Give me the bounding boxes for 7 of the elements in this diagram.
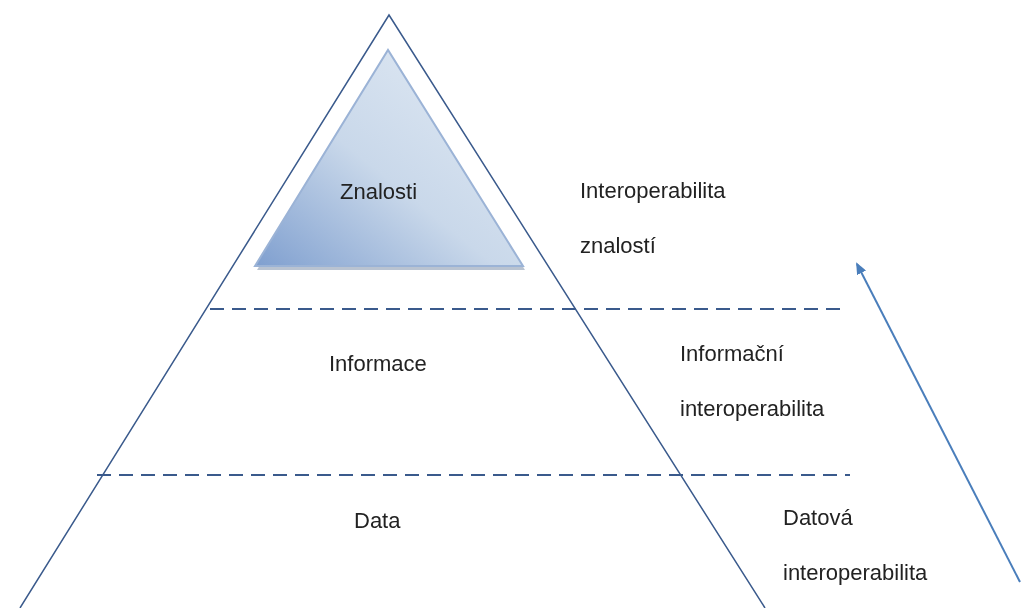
level-label: Znalosti: [340, 179, 418, 205]
triangle-shape: [253, 48, 525, 272]
interoperability-label: Datová interoperabilita: [783, 504, 929, 587]
level-label: Data: [354, 508, 402, 534]
interoperability-label: Informační interoperabilita: [680, 340, 826, 423]
level-label: Informace: [329, 351, 428, 377]
interoperability-label: Interoperabilita znalostí: [580, 177, 727, 260]
